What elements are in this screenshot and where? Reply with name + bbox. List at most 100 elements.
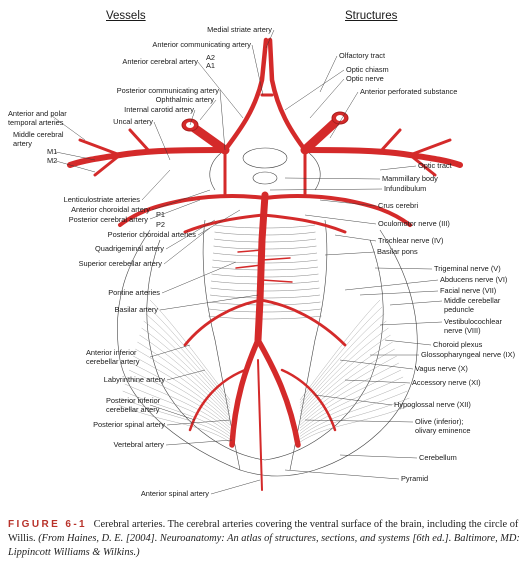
label-anterior-inferior-cerebellar-artery: Anterior inferior cerebellar artery xyxy=(86,348,140,366)
leader-line xyxy=(304,419,414,423)
leader-line xyxy=(284,177,381,180)
leader-line xyxy=(284,69,345,111)
label-ophthalmic-artery: Ophthalmic artery xyxy=(155,95,214,104)
label-m2: M2 xyxy=(47,156,58,165)
leader-line xyxy=(319,55,338,93)
leader-line xyxy=(161,261,237,294)
label-anterior-cerebral-artery: Anterior cerebral artery xyxy=(122,57,198,66)
leader-line xyxy=(269,188,383,191)
label-p2: P2 xyxy=(156,220,166,229)
brain-illustration xyxy=(51,29,463,495)
label-vestibulocochlear-nerve: Vestibulocochlear nerve (VIII) xyxy=(444,317,502,335)
leader-line xyxy=(284,469,400,480)
label-hypoglossal-nerve: Hypoglossal nerve (XII) xyxy=(394,400,471,409)
leader-line xyxy=(359,290,439,296)
label-olive: Olive (inferior); olivary eminence xyxy=(415,417,471,435)
label-m1: M1 xyxy=(47,147,58,156)
label-basilar-artery: Basilar artery xyxy=(114,305,158,314)
leader-line xyxy=(384,339,432,346)
label-quadrigeminal-artery: Quadrigeminal artery xyxy=(94,244,164,253)
label-anterior-perforated-substance: Anterior perforated substance xyxy=(360,87,458,96)
leader-line xyxy=(324,251,376,256)
leader-line xyxy=(189,109,196,126)
label-optic-chiasm: Optic chiasm xyxy=(346,65,389,74)
leader-line xyxy=(379,321,443,326)
label-superior-cerebellar-artery: Superior cerebellar artery xyxy=(78,259,162,268)
label-anterior-communicating-artery: Anterior communicating artery xyxy=(152,40,251,49)
leader-line xyxy=(210,479,261,495)
label-glossopharyngeal-nerve: Glossopharyngeal nerve (IX) xyxy=(421,350,516,359)
figure-label: FIGURE 6-1 xyxy=(8,519,88,530)
leader-line xyxy=(149,404,196,421)
leader-line xyxy=(379,165,417,171)
leader-line xyxy=(314,394,393,406)
leader-line xyxy=(165,219,216,250)
label-uncal-artery: Uncal artery xyxy=(113,117,153,126)
label-posterior-inferior-cerebellar-artery: Posterior inferior cerebellar artery xyxy=(106,396,161,414)
leader-line xyxy=(55,160,96,173)
label-crus-cerebri: Crus cerebri xyxy=(378,201,419,210)
label-anterior-polar-temporal-arteries: Anterior and polar temporal arteries xyxy=(8,109,67,127)
leader-line xyxy=(159,294,259,311)
label-middle-cerebral-artery: Middle cerebral artery xyxy=(13,130,64,148)
leader-line xyxy=(149,199,201,220)
structures-header: Structures xyxy=(345,10,398,22)
basilar-artery-shape xyxy=(254,191,269,344)
label-a2: A2 xyxy=(206,53,216,62)
leader-line xyxy=(165,439,233,446)
leader-line xyxy=(329,91,359,139)
leader-line xyxy=(344,279,439,291)
leader-line xyxy=(197,61,244,119)
label-basilar-pons: Basilar pons xyxy=(377,247,418,256)
label-optic-tract: Optic tract xyxy=(418,161,452,170)
label-p1: P1 xyxy=(156,210,166,219)
leader-line xyxy=(339,454,418,459)
leader-line xyxy=(304,214,377,225)
label-vertebral-artery: Vertebral artery xyxy=(113,440,164,449)
leader-line xyxy=(219,89,226,151)
label-lenticulostriate-arteries: Lenticulostriate arteries xyxy=(63,195,140,204)
label-medial-striate-artery: Medial striate artery xyxy=(207,25,272,34)
leader-line xyxy=(51,115,86,141)
label-accessory-nerve: Accessory nerve (XI) xyxy=(412,378,481,387)
leader-line xyxy=(265,29,275,49)
label-a1: A1 xyxy=(206,61,216,70)
label-anterior-spinal-artery: Anterior spinal artery xyxy=(140,489,209,498)
label-facial-nerve: Facial nerve (VII) xyxy=(440,286,497,295)
label-mammillary-body: Mammillary body xyxy=(382,174,438,183)
label-oculomotor-nerve: Oculomotor nerve (III) xyxy=(378,219,450,228)
leader-line xyxy=(389,300,443,306)
leader-line xyxy=(344,379,411,384)
label-trochlear-nerve: Trochlear nerve (IV) xyxy=(378,236,444,245)
leader-line xyxy=(199,99,217,121)
leader-line xyxy=(149,344,191,358)
label-abducens-nerve: Abducens nerve (VI) xyxy=(440,275,508,284)
leader-line xyxy=(141,169,171,201)
leader-line xyxy=(166,419,231,426)
label-trigeminal-nerve: Trigeminal nerve (V) xyxy=(434,264,501,273)
leader-line xyxy=(166,369,206,381)
leader-line xyxy=(163,227,211,265)
leader-line xyxy=(319,199,377,207)
label-posterior-cerebral-artery: Posterior cerebral artery xyxy=(68,215,148,224)
leader-line xyxy=(151,189,211,211)
label-vagus-nerve: Vagus nerve (X) xyxy=(415,364,468,373)
leader-line xyxy=(251,44,264,96)
label-olfactory-tract: Olfactory tract xyxy=(339,51,385,60)
label-cerebellum: Cerebellum xyxy=(419,453,457,462)
label-optic-nerve: Optic nerve xyxy=(346,74,384,83)
label-posterior-choroidal-arteries: Posterior choroidal arteries xyxy=(107,230,196,239)
vessels-header: Vessels xyxy=(106,10,146,22)
caption-text: Cerebral arteries. The cerebral arteries… xyxy=(8,519,519,545)
label-pontine-arteries: Pontine arteries xyxy=(108,288,160,297)
caption-citation: (From Haines, D. E. [2004]. Neuroanatomy… xyxy=(8,533,520,559)
label-infundibulum: Infundibulum xyxy=(384,184,427,193)
label-anterior-choroidal-artery: Anterior choroidal artery xyxy=(71,205,150,214)
label-labyrinthine-artery: Labyrinthine artery xyxy=(103,375,165,384)
label-pyramid: Pyramid xyxy=(401,474,429,483)
label-internal-carotid-artery: Internal carotid artery xyxy=(124,105,194,114)
figure-caption: FIGURE 6-1 Cerebral arteries. The cerebr… xyxy=(8,518,524,561)
leader-line xyxy=(334,234,377,242)
leader-line xyxy=(55,151,96,161)
leader-line xyxy=(153,121,171,161)
